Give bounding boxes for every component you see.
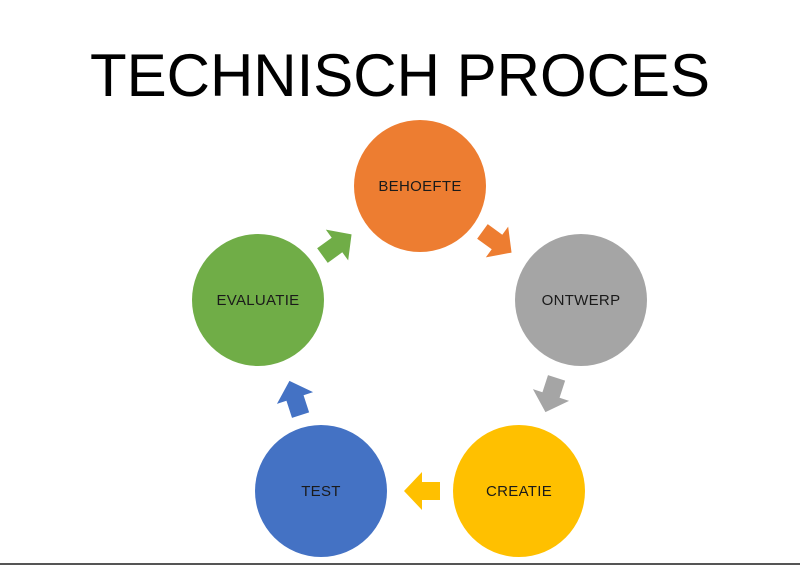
- arrow-up-icon: [270, 373, 320, 423]
- node-label-ontwerp: ONTWERP: [541, 291, 621, 309]
- arrow-left-icon: [402, 471, 442, 511]
- cycle-node-evaluatie: EVALUATIE: [192, 234, 324, 366]
- arrow-down-icon: [526, 370, 576, 420]
- node-label-evaluatie: EVALUATIE: [216, 291, 300, 309]
- node-label-creatie: CREATIE: [486, 482, 552, 500]
- cycle-node-creatie: CREATIE: [453, 425, 585, 557]
- arrow-right-icon: [469, 214, 525, 270]
- cycle-node-test: TEST: [255, 425, 387, 557]
- slide-bottom-border: [0, 563, 800, 565]
- node-label-test: TEST: [301, 482, 341, 500]
- cycle-node-ontwerp: ONTWERP: [515, 234, 647, 366]
- slide-title: TECHNISCH PROCES: [89, 42, 711, 109]
- node-label-behoefte: BEHOEFTE: [378, 177, 462, 195]
- arrow-up-right-icon: [309, 217, 365, 273]
- cycle-node-behoefte: BEHOEFTE: [354, 120, 486, 252]
